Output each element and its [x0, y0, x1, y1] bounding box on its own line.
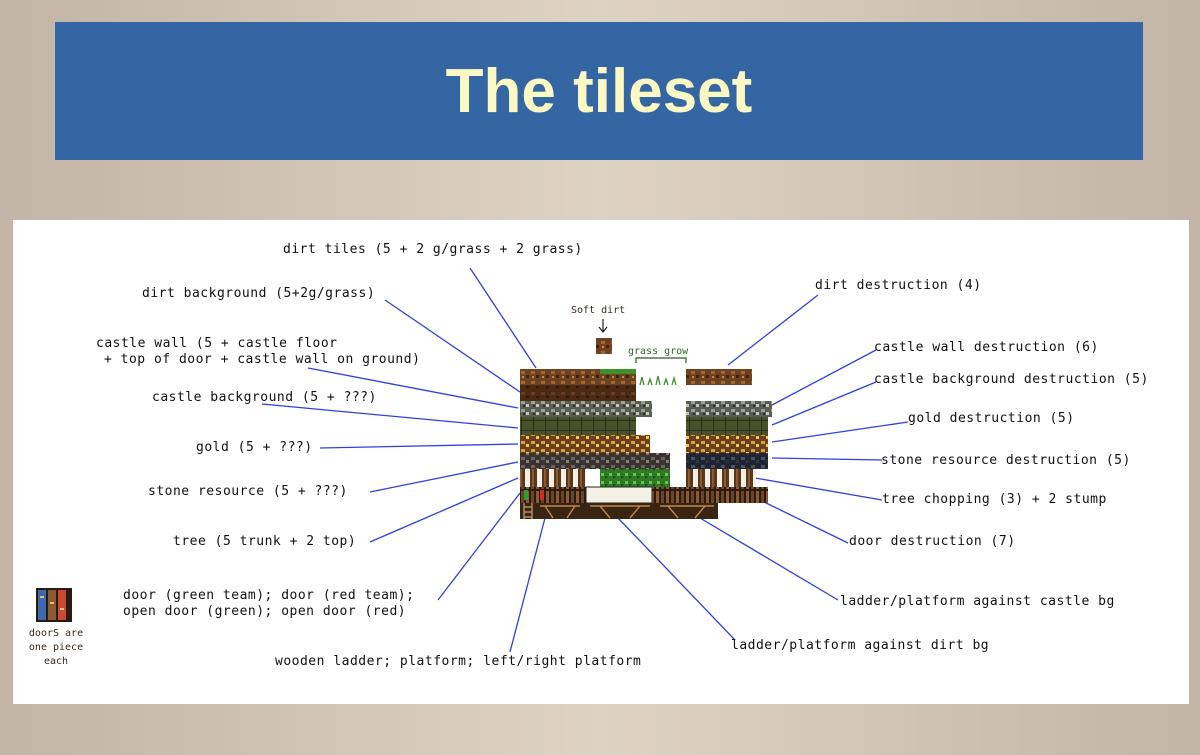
label-gold-destruction: gold destruction (5)	[908, 411, 1075, 426]
castle-wall-row	[520, 401, 636, 417]
door-tiles-row	[520, 487, 586, 503]
label-ladder-castle-bg: ladder/platform against castle bg	[840, 594, 1115, 609]
label-stone-resource-destruction: stone resource destruction (5)	[881, 453, 1131, 468]
label-door-destruction: door destruction (7)	[849, 534, 1016, 549]
label-soft-dirt: Soft dirt	[571, 305, 626, 316]
castle-wall-destruction-row	[686, 401, 772, 417]
castle-background-row	[520, 417, 636, 435]
leader-lines	[261, 267, 909, 653]
label-ladder-dirt-bg: ladder/platform against dirt bg	[731, 638, 990, 653]
castle-background-destruction-row	[686, 417, 768, 435]
label-dirt-background: dirt background (5+2g/grass)	[142, 286, 376, 301]
stone-resource-row	[520, 453, 670, 469]
label-castle-wall-destruction: castle wall destruction (6)	[874, 340, 1099, 355]
label-stone-resource: stone resource (5 + ???)	[148, 484, 348, 499]
label-dirt-tiles: dirt tiles (5 + 2 g/grass + 2 grass)	[283, 242, 583, 257]
label-doors-note-line1: doorS are	[28, 628, 84, 639]
title-banner: The tileset	[55, 22, 1143, 160]
tree-top-tiles	[600, 469, 670, 487]
label-tree: tree (5 trunk + 2 top)	[173, 534, 357, 549]
gold-row	[520, 435, 650, 453]
label-castle-background: castle background (5 + ???)	[152, 390, 377, 405]
label-wooden-ladder: wooden ladder; platform; left/right plat…	[275, 654, 642, 669]
label-doors-note-line3: each	[43, 656, 69, 667]
label-grass-grow: grass grow	[628, 346, 689, 357]
door-destruction-row	[652, 487, 768, 503]
label-door-line2: open door (green); open door (red)	[123, 604, 407, 619]
dirt-destruction-row	[686, 369, 752, 385]
tree-trunk-row	[520, 469, 586, 487]
arrow-down-icon	[598, 319, 608, 333]
label-castle-wall-line2: + top of door + castle wall on ground)	[104, 352, 421, 367]
stone-destruction-row	[686, 453, 768, 469]
label-gold: gold (5 + ???)	[196, 440, 313, 455]
page-title: The tileset	[445, 56, 753, 126]
label-door-line1: door (green team); door (red team);	[123, 588, 415, 603]
label-castle-wall-line1: castle wall (5 + castle floor	[96, 336, 338, 351]
label-castle-background-destruction: castle background destruction (5)	[874, 372, 1149, 387]
grass-grow-tiles	[639, 375, 677, 386]
tree-chopping-row	[686, 469, 756, 487]
tileset-sprite	[36, 319, 772, 622]
gold-destruction-row	[686, 435, 768, 453]
label-dirt-destruction: dirt destruction (4)	[815, 278, 982, 293]
dirt-background-row	[520, 385, 636, 401]
doors-sample-icon	[36, 588, 72, 622]
grass-grow-bracket	[635, 357, 687, 363]
label-doors-note-line2: one piece	[28, 642, 84, 653]
label-tree-chopping: tree chopping (3) + 2 stump	[882, 492, 1107, 507]
soft-dirt-tile	[596, 338, 612, 354]
